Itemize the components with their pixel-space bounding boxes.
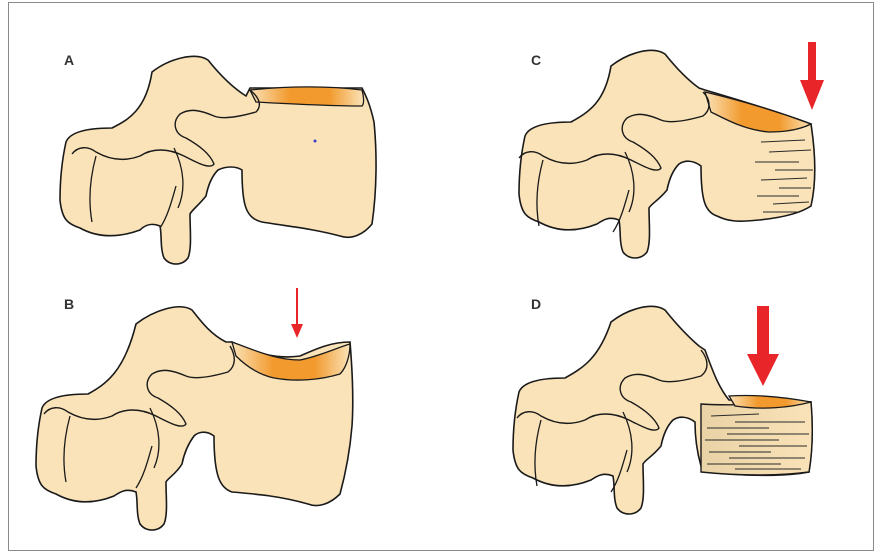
panel-a: A bbox=[0, 0, 439, 275]
vertebra-body-outline bbox=[519, 50, 815, 258]
panel-c: C bbox=[439, 0, 878, 275]
compression-arrow-small bbox=[291, 288, 303, 338]
center-dot bbox=[314, 140, 317, 143]
compression-arrow-large bbox=[747, 306, 779, 386]
compression-arrow-medium bbox=[800, 42, 824, 110]
vertebra-a-illustration bbox=[0, 0, 439, 275]
vertebra-c-illustration bbox=[439, 0, 878, 275]
panel-b: B bbox=[0, 276, 439, 551]
vertebra-d-illustration bbox=[439, 276, 878, 551]
panel-d: D bbox=[439, 276, 878, 551]
vertebra-b-illustration bbox=[0, 276, 439, 551]
endplate-surface bbox=[250, 87, 364, 106]
